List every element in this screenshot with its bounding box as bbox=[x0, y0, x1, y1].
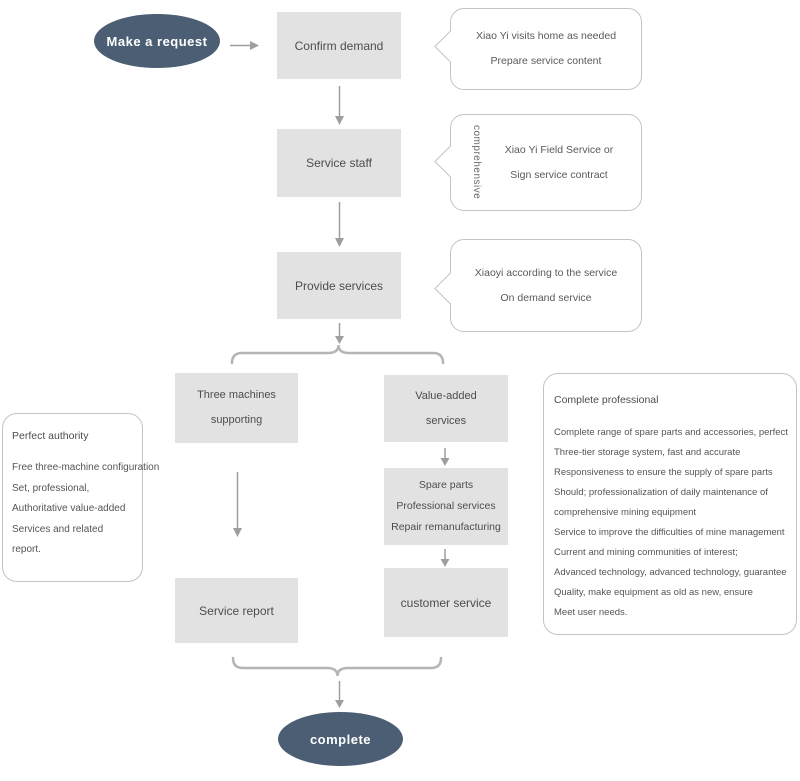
callout-text: Xiaoyi according to the service On deman… bbox=[475, 261, 617, 311]
step-label: Service report bbox=[199, 603, 274, 618]
note-line: Authoritative value-added bbox=[12, 503, 126, 514]
step-label-line: Professional services bbox=[396, 500, 496, 512]
merge-brace bbox=[231, 656, 443, 677]
arrow-spare-to-customer-head bbox=[440, 559, 450, 567]
note-line: Meet user needs. bbox=[554, 607, 628, 618]
arrow-confirm-to-staff-head bbox=[335, 116, 344, 125]
note-line: Services and related bbox=[12, 523, 104, 535]
step-spare-parts-services: Spare parts Professional services Repair… bbox=[384, 468, 508, 545]
callout-line: Xiao Yi Field Service or bbox=[504, 143, 614, 156]
note-line: Advanced technology, advanced technology… bbox=[554, 567, 787, 578]
callout-service-staff: comprehensive Xiao Yi Field Service or S… bbox=[450, 114, 642, 211]
vertical-label: comprehensive bbox=[471, 125, 482, 200]
step-three-machines-supporting: Three machines supporting bbox=[175, 373, 298, 443]
note-line: comprehensive mining equipment bbox=[554, 507, 697, 518]
note-line: Free three-machine configuration bbox=[12, 462, 160, 473]
step-provide-services: Provide services bbox=[277, 252, 401, 319]
note-line: Current and mining communities of intere… bbox=[554, 547, 738, 558]
step-customer-service: customer service bbox=[384, 568, 508, 637]
note-line: Quality, make equipment as old as new, e… bbox=[554, 587, 753, 598]
callout-text: Xiao Yi visits home as needed Prepare se… bbox=[476, 24, 616, 74]
note-title: Complete professional bbox=[554, 394, 659, 406]
note-line: Three-tier storage system, fast and accu… bbox=[554, 447, 741, 458]
step-label: customer service bbox=[400, 595, 492, 610]
start-node: Make a request bbox=[94, 14, 220, 68]
callout-provide-services: Xiaoyi according to the service On deman… bbox=[450, 239, 642, 332]
note-title: Perfect authority bbox=[12, 430, 89, 442]
note-line: Service to improve the difficulties of m… bbox=[554, 527, 785, 538]
step-service-report: Service report bbox=[175, 578, 298, 643]
note-line: Set, professional, bbox=[12, 482, 90, 494]
step-label: Service staff bbox=[306, 156, 372, 170]
step-label-line: supporting bbox=[210, 414, 263, 426]
note-line: Responsiveness to ensure the supply of s… bbox=[554, 467, 773, 478]
step-label: Provide services bbox=[294, 278, 384, 293]
step-label: Confirm demand bbox=[294, 38, 384, 53]
end-label: complete bbox=[309, 731, 372, 747]
note-complete-professional: Complete professional Complete range of … bbox=[543, 373, 797, 635]
step-value-added-services: Value-added services bbox=[384, 375, 508, 442]
arrow-provide-to-brace-head bbox=[335, 336, 344, 344]
step-label-line: Spare parts bbox=[418, 479, 474, 491]
step-label-line: services bbox=[425, 414, 467, 427]
step-label-line: Value-added bbox=[415, 389, 477, 402]
arrow-staff-to-provide-head bbox=[335, 238, 344, 247]
callout-line: Sign service contract bbox=[510, 168, 608, 181]
step-confirm-demand: Confirm demand bbox=[277, 12, 401, 79]
split-brace bbox=[230, 344, 445, 365]
arrow-three-to-report-head bbox=[233, 528, 242, 537]
callout-confirm-demand: Xiao Yi visits home as needed Prepare se… bbox=[450, 8, 642, 90]
end-node: complete bbox=[278, 712, 403, 766]
callout-line: Xiao Yi visits home as needed bbox=[475, 30, 617, 42]
note-perfect-authority: Perfect authority Free three-machine con… bbox=[2, 413, 160, 582]
note-line: Complete range of spare parts and access… bbox=[554, 427, 788, 438]
step-label-line: Repair remanufacturing bbox=[391, 521, 501, 533]
callout-text: Xiao Yi Field Service or Sign service co… bbox=[505, 138, 614, 188]
note-line: report. bbox=[12, 544, 41, 555]
callout-line: Prepare service content bbox=[490, 55, 602, 67]
start-label: Make a request bbox=[106, 33, 208, 49]
step-label-line: Three machines bbox=[197, 389, 276, 401]
callout-line: Xiaoyi according to the service bbox=[474, 266, 618, 279]
step-service-staff: Service staff bbox=[277, 129, 401, 197]
arrow-brace-to-end-head bbox=[335, 700, 344, 708]
arrow-start-to-confirm-head bbox=[250, 41, 259, 50]
arrow-valueadd-to-spare-head bbox=[440, 458, 450, 466]
callout-line: On demand service bbox=[500, 291, 592, 304]
note-line: Should; professionalization of daily mai… bbox=[554, 487, 768, 498]
